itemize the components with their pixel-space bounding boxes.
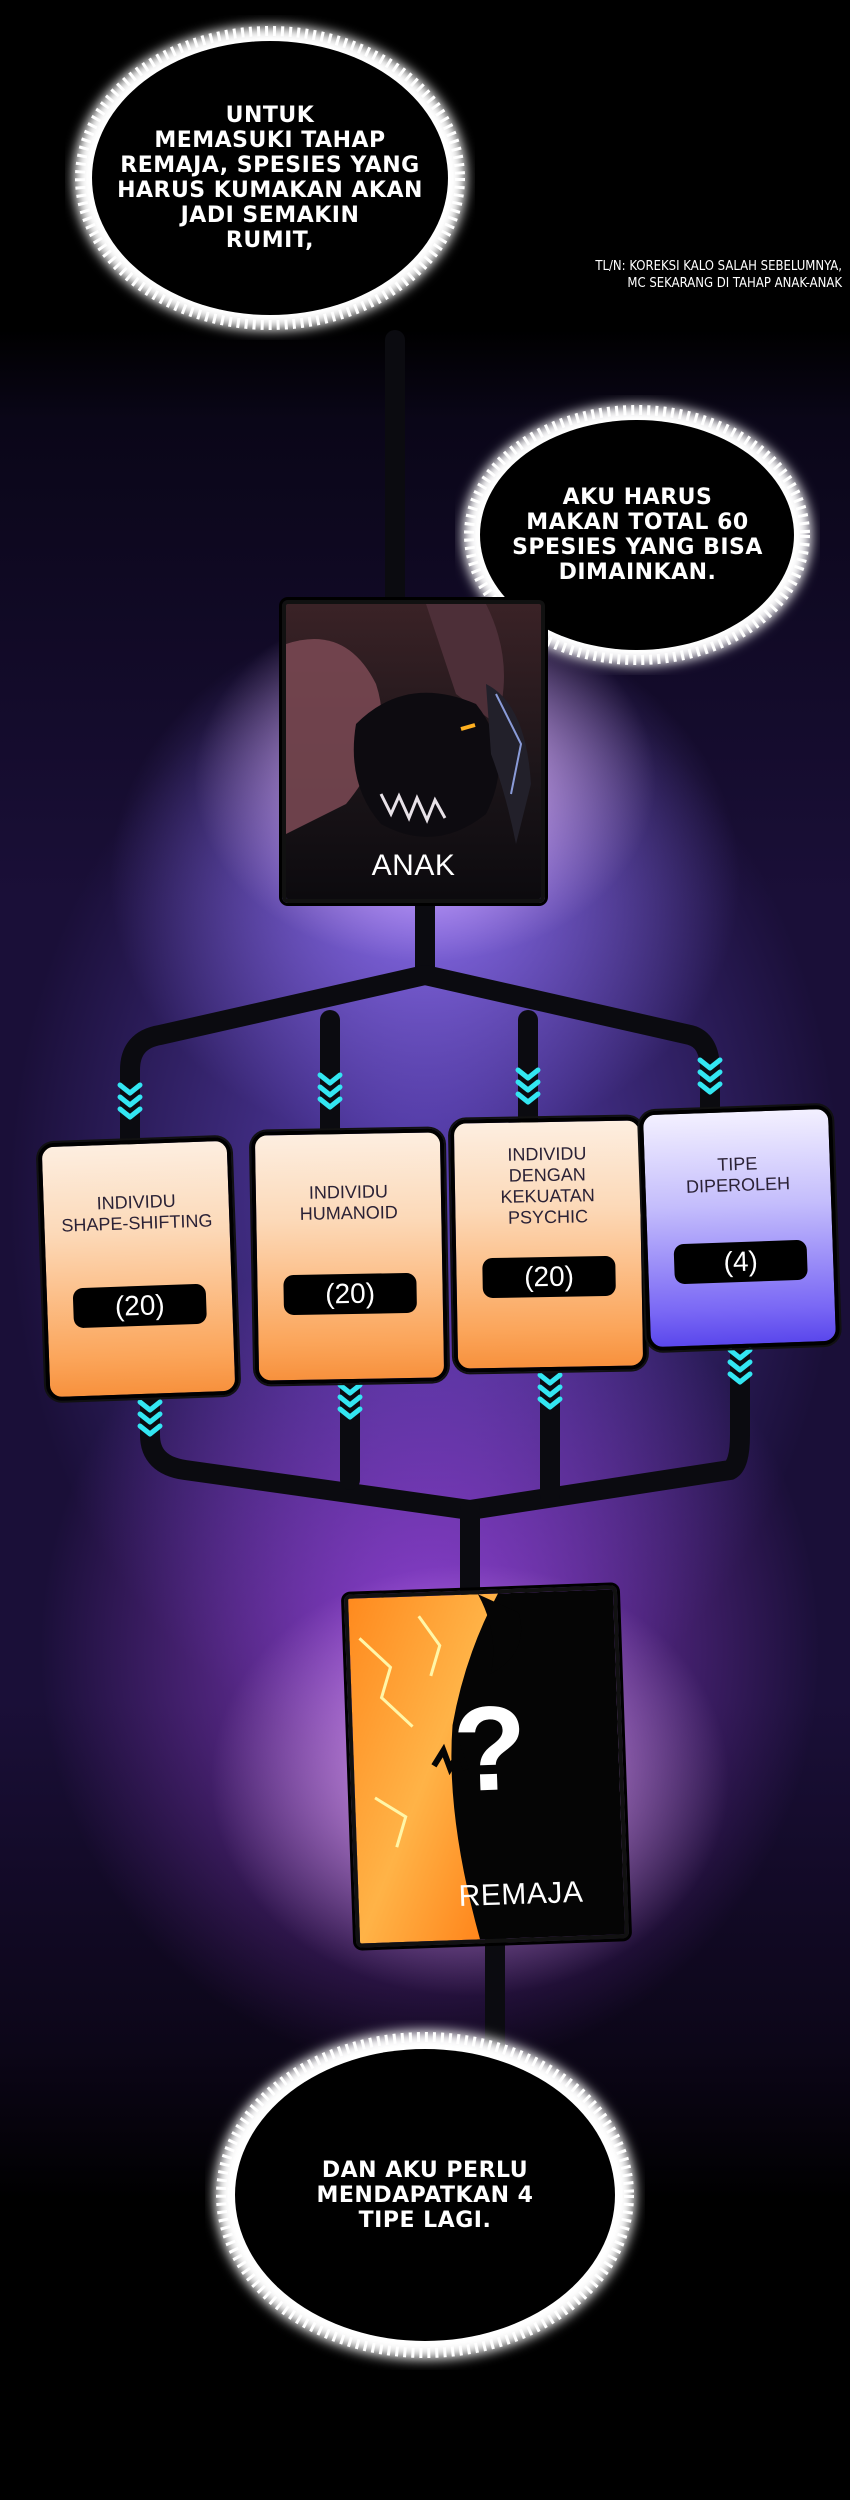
bubble-shape (463, 405, 811, 665)
chevron-down-icon (727, 1347, 753, 1385)
translator-note: TL/N: KOREKSI KALO SALAH SEBELUMNYA, MC … (595, 259, 842, 291)
chevron-down-icon (317, 1072, 343, 1110)
bubble-shape (74, 26, 466, 330)
silhouette-illustration (348, 1589, 625, 1944)
unknown-stage-symbol: ? (451, 1680, 530, 1818)
speech-bubble-right: AKU HARUS MAKAN TOTAL 60 SPESIES YANG BI… (455, 395, 820, 675)
chevron-down-icon (117, 1082, 143, 1120)
bubble-bottom-text: DAN AKU PERLU MENDAPATKAN 4 TIPE LAGI. (316, 2157, 534, 2233)
branch-count: (20) (482, 1255, 616, 1299)
branch-box-humanoid: INDIVIDU HUMANOID (20) (250, 1128, 449, 1385)
chevron-down-icon (515, 1067, 541, 1105)
chevron-down-icon (697, 1057, 723, 1095)
branch-title: INDIVIDU HUMANOID (299, 1181, 398, 1224)
bubble-right-text: AKU HARUS MAKAN TOTAL 60 SPESIES YANG BI… (512, 485, 763, 585)
branch-title: INDIVIDU DENGAN KEKUATAN PSYCHIC (500, 1143, 595, 1228)
stage-card-anak: ANAK (282, 600, 545, 903)
chevron-down-icon (337, 1382, 363, 1420)
chevron-down-icon (137, 1399, 163, 1437)
stage-card-remaja: ? REMAJA (343, 1585, 630, 1948)
speech-bubble-bottom: DAN AKU PERLU MENDAPATKAN 4 TIPE LAGI. (205, 2020, 645, 2370)
chevron-down-icon (537, 1372, 563, 1410)
branch-count: (20) (283, 1272, 417, 1316)
branch-title: TIPE DIPEROLEH (685, 1153, 791, 1197)
stage-label-remaja: REMAJA (458, 1875, 584, 1914)
branch-box-shape-shifting: INDIVIDU SHAPE-SHIFTING (20) (37, 1136, 240, 1402)
bubble-shape (215, 2031, 635, 2359)
connector-split (120, 965, 720, 1160)
branch-count: (4) (673, 1239, 808, 1285)
stage-label-anak: ANAK (371, 849, 456, 882)
speech-bubble-top: UNTUK MEMASUKI TAHAP REMAJA, SPESIES YAN… (65, 15, 475, 340)
bubble-top-text: UNTUK MEMASUKI TAHAP REMAJA, SPESIES YAN… (117, 102, 423, 253)
branch-box-acquired-type: TIPE DIPEROLEH (4) (638, 1104, 841, 1352)
branch-title: INDIVIDU SHAPE-SHIFTING (61, 1190, 213, 1236)
branch-box-psychic: INDIVIDU DENGAN KEKUATAN PSYCHIC (20) (449, 1116, 648, 1373)
branch-count: (20) (72, 1283, 207, 1329)
monster-illustration (286, 604, 541, 899)
chevron-down-icons (117, 1057, 753, 1437)
